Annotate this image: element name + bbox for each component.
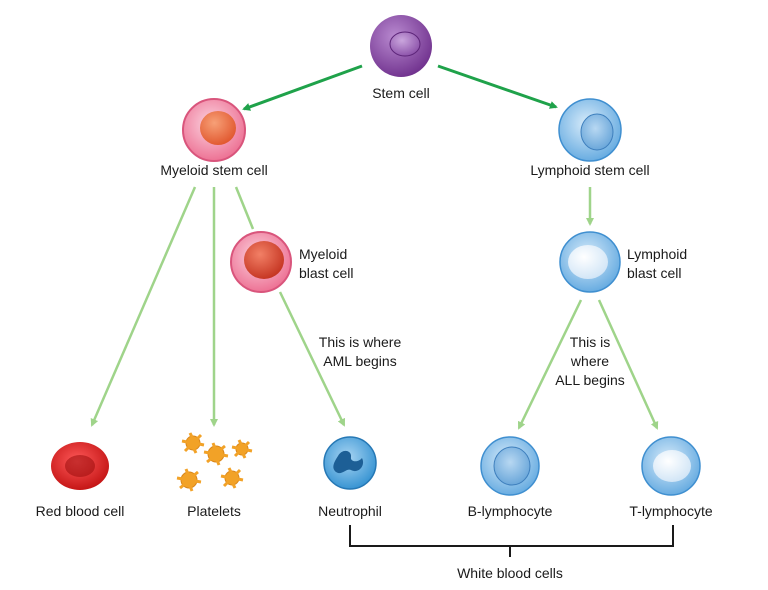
neutrophil-label: Neutrophil [318, 503, 382, 519]
myeloid-stem-cell-icon [182, 98, 246, 162]
lymphoid-blast-cell-label: Lymphoid blast cell [627, 245, 687, 283]
b-lymphocyte-label: B-lymphocyte [467, 503, 553, 519]
aml-note-line2: AML begins [323, 353, 397, 369]
myeloid-blast-cell-label: Myeloid blast cell [299, 245, 353, 283]
all-note-line2: where [570, 353, 610, 369]
red-blood-cell-label: Red blood cell [35, 503, 125, 519]
neutrophil-icon [323, 436, 377, 490]
white-blood-cells-bracket [349, 525, 674, 557]
aml-note: This is where AML begins [305, 333, 415, 371]
lymphoid-stem-cell-label: Lymphoid stem cell [530, 162, 650, 178]
white-blood-cells-label: White blood cells [457, 565, 563, 581]
lymphoid-blast-cell-icon [559, 231, 621, 293]
arrow-blast-to-neutrophil [278, 291, 346, 427]
arrow-blast-to-t-lymphocyte [597, 299, 659, 430]
arrow-stem-to-lymphoid [437, 64, 558, 109]
lymphoid-stem-cell-icon [558, 98, 622, 162]
myeloid-blast-label-line1: Myeloid [299, 246, 348, 262]
arrow-myeloid-to-blast [234, 186, 255, 230]
arrow-blast-to-b-lymphocyte [517, 299, 583, 430]
arrow-stem-to-myeloid [242, 64, 363, 111]
t-lymphocyte-label: T-lymphocyte [629, 503, 713, 519]
myeloid-stem-cell-label: Myeloid stem cell [160, 162, 268, 178]
myeloid-blast-cell-icon [230, 231, 292, 293]
all-note-line3: ALL begins [555, 372, 625, 388]
platelets-label: Platelets [187, 503, 241, 519]
all-note-line1: This is [569, 334, 611, 350]
arrow-myeloid-to-rbc [90, 186, 197, 427]
red-blood-cell-icon [51, 442, 109, 490]
lymphoid-blast-label-line1: Lymphoid [627, 246, 688, 262]
stem-cell-label: Stem cell [372, 85, 430, 101]
t-lymphocyte-icon [641, 436, 701, 496]
platelets-icon [176, 432, 253, 492]
all-note: This is where ALL begins [545, 333, 635, 390]
aml-note-line1: This is where [318, 334, 402, 350]
stem-cell-icon [370, 15, 432, 77]
b-lymphocyte-icon [480, 436, 540, 496]
myeloid-blast-label-line2: blast cell [299, 265, 354, 281]
lymphoid-blast-label-line2: blast cell [627, 265, 682, 281]
